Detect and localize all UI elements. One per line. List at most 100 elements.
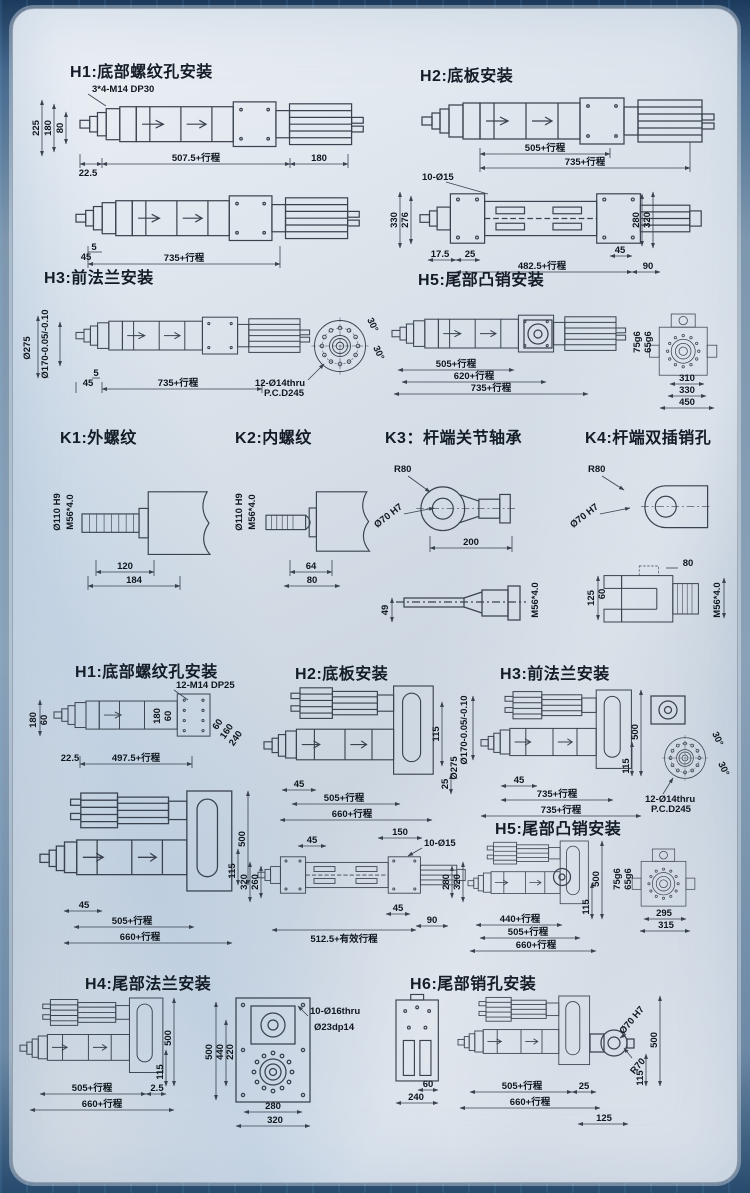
section-title-h3a: H3:前法兰安装: [44, 270, 154, 287]
sec-h6-tail-pinhole: H6:尾部销孔安装 60 240 505+行程 25 660+行程 125 Ø7…: [382, 970, 750, 1134]
dim-label: 65g6: [623, 868, 634, 890]
drawing-shapes: [79, 101, 364, 148]
dim-label: 505+行程: [502, 1080, 543, 1092]
drawing-sheet-panel: [12, 8, 738, 1183]
dim-label: 505+行程: [436, 358, 477, 370]
dim-label: 180: [28, 712, 39, 728]
dim-label: 240: [408, 1092, 424, 1103]
dim-label: 735+行程: [158, 377, 199, 389]
dim-label: 45: [294, 779, 305, 790]
dim-label: M56*4.0: [712, 582, 723, 617]
dim-label: 5: [91, 242, 97, 253]
sec-h1-side-view: 5 45 735+行程: [28, 180, 378, 272]
sec-k3-rod-end-bearing: K3：杆端关节轴承 R80 Ø70 H7 200 49 M56*4.0: [372, 424, 574, 642]
dim-label: 17.5: [431, 249, 450, 260]
drawing-shapes: [75, 195, 360, 242]
dim-label: Ø110 H9: [234, 493, 245, 531]
dimension-lines: [279, 701, 453, 822]
dim-label: 660+行程: [516, 939, 557, 951]
dim-label: Ø110 H9: [52, 493, 63, 531]
dim-label: Ø170-0.05/-0.10: [459, 695, 470, 764]
k4-drawing: R80 Ø70 H7 125 60 80 M56*4.0: [568, 464, 726, 623]
dim-label: 180: [311, 153, 327, 164]
dimension-lines: [479, 142, 691, 172]
dimension-lines: [596, 475, 726, 621]
dim-label: Ø70 H7: [617, 1004, 646, 1036]
dim-label: 45: [83, 378, 94, 389]
dim-label: 120: [117, 561, 133, 572]
h2a-bottom-drawing: 10-Ø15 330 276 280 320 17.5 25 482.5+行程 …: [389, 172, 702, 274]
section-title-k1: K1:外螺纹: [60, 430, 137, 447]
dim-label: 90: [427, 915, 438, 926]
h4-drawing: 505+行程 2.5 660+行程 500 115 500 440 220 10…: [19, 997, 360, 1128]
hole-note: 12-M14 DP25: [176, 680, 235, 691]
dim-label: 735+行程: [565, 156, 606, 168]
dim-label: 65g6: [643, 331, 654, 353]
dim-label: P.C.D245: [264, 388, 305, 399]
dim-label: 60: [163, 711, 174, 722]
section-title-k3: K3：杆端关节轴承: [385, 430, 522, 447]
dim-label: 660+行程: [332, 808, 373, 820]
dim-label: M56*4.0: [247, 494, 258, 529]
h1b-drawing: 180 60 180 60 12-M14 DP25 60 160 240 22.…: [28, 680, 245, 768]
hole-note: Ø23dp14: [314, 1022, 355, 1033]
dim-label: 320: [642, 212, 653, 228]
dim-label: 45: [81, 252, 92, 263]
drawing-shapes: [257, 856, 466, 894]
dim-label: 45: [393, 903, 404, 914]
sec-h1-thread-mount-2: H1:底部螺纹孔安装 180 60 180 60 12-M14 DP25 60 …: [28, 658, 263, 772]
hole-note: 10-Ø15: [422, 172, 454, 183]
dimension-lines: [248, 836, 465, 932]
drawing-shapes: [467, 840, 696, 907]
dim-label: 45: [615, 245, 626, 256]
h2b-drawing: 115 25 45 505+行程 660+行程: [263, 685, 453, 822]
dim-label: 505+行程: [112, 915, 153, 927]
dim-label: 440+行程: [500, 913, 541, 925]
dim-label: 505+行程: [525, 142, 566, 154]
dim-label: 310: [679, 373, 695, 384]
dim-label: 225: [31, 119, 42, 136]
dim-label: R80: [588, 464, 605, 475]
dim-label: 497.5+行程: [112, 752, 161, 764]
drawing-shapes: [75, 316, 369, 375]
dim-label: 12-Ø14thru: [645, 794, 695, 805]
dim-label: 184: [126, 575, 143, 586]
dim-label: 200: [463, 537, 479, 548]
drawing-shapes: [419, 193, 702, 244]
dim-label: 507.5+行程: [172, 152, 221, 164]
dim-label: 45: [514, 775, 525, 786]
section-title-h2a: H2:底板安装: [420, 68, 514, 85]
dim-label: 450: [679, 397, 695, 408]
dim-label: Ø275: [22, 336, 33, 360]
sec-h2-plate-mount-1: H2:底板安装 505+行程 735+行程: [392, 62, 730, 178]
dim-label: 330: [389, 212, 400, 228]
drawing-shapes: [421, 97, 715, 145]
sec-h1-thread-mount-1: H1:底部螺纹孔安装 3*4-M14 DP30 225 180 80 22.5 …: [28, 58, 378, 179]
dimension-lines: [390, 475, 513, 623]
dim-label: 500: [204, 1044, 215, 1060]
dim-label: 735+行程: [471, 382, 512, 394]
dimension-lines: [471, 689, 674, 818]
h5a-drawing: 505+行程 620+行程 735+行程 75g6 65g6 310 330 4…: [391, 313, 718, 410]
dim-label: 64: [306, 561, 317, 572]
dim-label: 512.5+有效行程: [310, 933, 378, 945]
dimension-lines: [29, 997, 311, 1128]
dimension-lines: [393, 368, 715, 410]
dim-label: 660+行程: [120, 931, 161, 943]
section-title-k4: K4:杆端双插销孔: [585, 430, 712, 447]
dim-label: 620+行程: [454, 370, 495, 382]
k1-drawing: Ø110 H9 M56*4.0 120 184: [52, 491, 211, 590]
dim-label: 280: [265, 1101, 281, 1112]
dim-label: M56*4.0: [65, 494, 76, 529]
hole-note: 10-Ø16thru: [310, 1006, 360, 1017]
dim-label: 330: [679, 385, 695, 396]
dim-label: 482.5+行程: [518, 260, 567, 272]
h2b2-drawing: 45 150 10-Ø15 320 260 280 320 45 90 512.…: [239, 827, 466, 945]
drawing-shapes: [81, 491, 211, 555]
dim-label: 60: [423, 1079, 434, 1090]
dim-label: 440: [215, 1044, 226, 1060]
dim-label: 320: [239, 874, 250, 890]
drawing-shapes: [265, 491, 371, 552]
dimension-lines: [469, 840, 691, 953]
dim-label: 2.5: [150, 1083, 164, 1094]
